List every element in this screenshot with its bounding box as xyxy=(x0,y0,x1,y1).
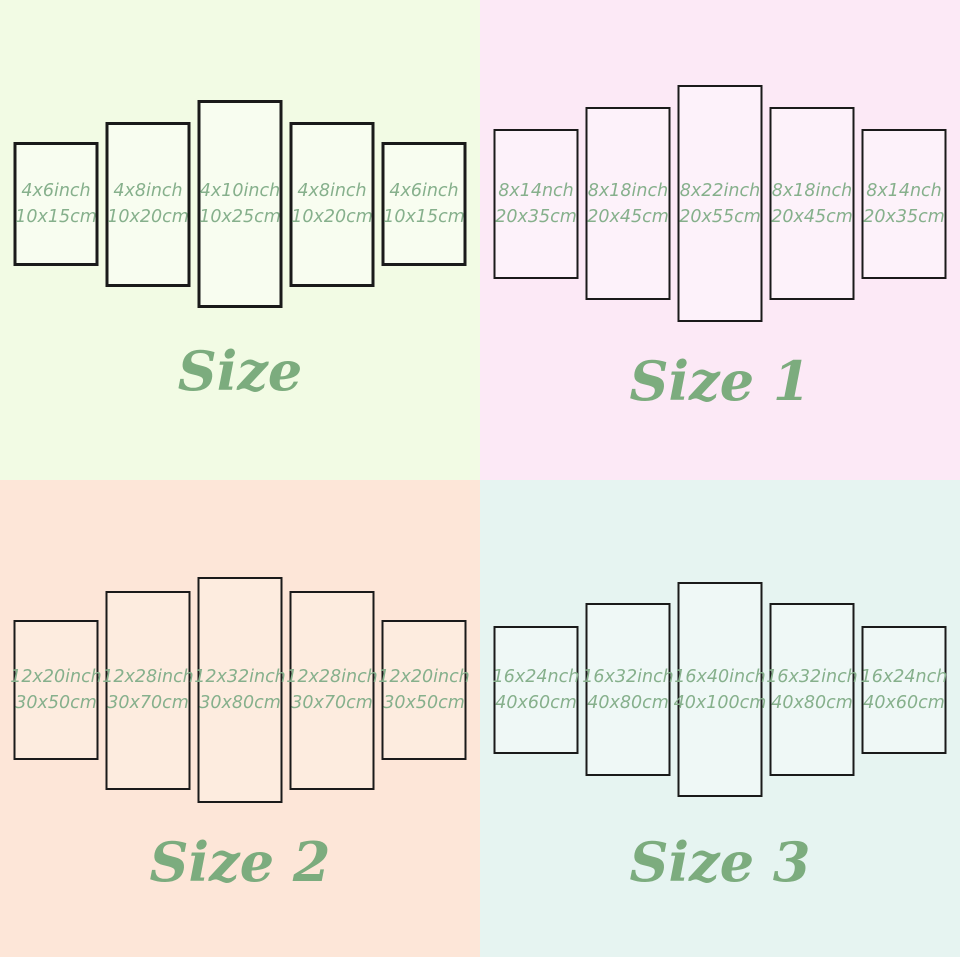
panel-inch-label: 8x18inch xyxy=(771,180,853,201)
panel-size-label: 4x10inch 10x25cm xyxy=(199,178,281,230)
panel-cm-label: 10x20cm xyxy=(291,207,373,227)
canvas-panel: 8x18inch 20x45cm xyxy=(585,107,671,300)
canvas-panel: 8x18inch 20x45cm xyxy=(769,107,855,300)
canvas-panel: 16x40inch 40x100cm xyxy=(674,582,766,797)
canvas-panel: 4x6inch 10x15cm xyxy=(381,142,467,266)
quadrant-title: Size 3 xyxy=(629,830,811,894)
panel-size-label: 8x14nch 20x35cm xyxy=(863,178,945,230)
panel-cm-label: 10x15cm xyxy=(15,207,97,227)
panel-inch-label: 16x24nch xyxy=(860,666,948,687)
panel-cm-label: 40x80cm xyxy=(771,692,853,713)
quadrant-size-1: 8x14nch 20x35cm 8x18inch 20x45cm 8x22inc… xyxy=(480,0,960,480)
panel-row: 16x24nch 40x60cm 16x32inch 40x80cm 16x40… xyxy=(493,582,948,797)
panel-size-label: 4x8inch 10x20cm xyxy=(291,178,373,230)
panel-size-label: 16x32inch 40x80cm xyxy=(582,664,674,716)
panel-inch-label: 12x20inch xyxy=(10,667,102,687)
quadrant-size: 4x6inch 10x15cm 4x8inch 10x20cm 4x10inch… xyxy=(0,0,480,480)
panel-size-label: 16x40inch 40x100cm xyxy=(674,664,767,716)
panel-inch-label: 12x20inch xyxy=(378,667,470,687)
panel-size-label: 16x24nch 40x60cm xyxy=(861,664,948,716)
panel-cm-label: 10x25cm xyxy=(199,207,281,227)
panel-inch-label: 4x8inch xyxy=(113,181,183,201)
panel-cm-label: 20x35cm xyxy=(863,206,945,227)
panel-size-label: 4x8inch 10x20cm xyxy=(107,178,189,230)
quadrant-title: Size xyxy=(177,339,303,403)
canvas-panel: 8x14nch 20x35cm xyxy=(861,128,947,279)
panel-cm-label: 40x60cm xyxy=(863,692,945,713)
panel-cm-label: 30x80cm xyxy=(199,693,281,713)
panel-row: 8x14nch 20x35cm 8x18inch 20x45cm 8x22inc… xyxy=(493,85,947,322)
canvas-panel: 4x8inch 10x20cm xyxy=(105,121,191,287)
panel-inch-label: 4x6inch xyxy=(21,181,91,201)
quadrant-title: Size 2 xyxy=(149,830,331,894)
canvas-panel: 16x32inch 40x80cm xyxy=(582,603,674,776)
panel-row: 12x20inch 30x50cm 12x28inch 30x70cm 12x3… xyxy=(10,577,470,803)
canvas-panel: 16x24nch 40x60cm xyxy=(861,625,948,754)
panel-inch-label: 4x6inch xyxy=(389,181,459,201)
panel-inch-label: 4x8inch xyxy=(297,181,367,201)
canvas-panel: 4x8inch 10x20cm xyxy=(289,121,375,287)
panel-size-label: 12x28inch 30x70cm xyxy=(102,664,194,716)
panel-size-label: 16x32inch 40x80cm xyxy=(766,664,858,716)
quadrant-size-3: 16x24nch 40x60cm 16x32inch 40x80cm 16x40… xyxy=(480,480,960,960)
panel-size-label: 16x24nch 40x60cm xyxy=(493,664,580,716)
panel-cm-label: 30x70cm xyxy=(107,693,189,713)
panel-size-label: 12x20inch 30x50cm xyxy=(10,664,102,716)
panel-cm-label: 40x60cm xyxy=(495,692,577,713)
panel-inch-label: 12x32inch xyxy=(194,667,286,687)
panel-size-label: 4x6inch 10x15cm xyxy=(383,178,465,230)
panel-size-label: 12x28inch 30x70cm xyxy=(286,664,378,716)
panel-cm-label: 10x20cm xyxy=(107,207,189,227)
panel-cm-label: 40x80cm xyxy=(587,692,669,713)
panel-size-label: 12x32inch 30x80cm xyxy=(194,664,286,716)
canvas-panel: 8x14nch 20x35cm xyxy=(493,128,579,279)
panel-cm-label: 30x50cm xyxy=(383,693,465,713)
panel-cm-label: 20x45cm xyxy=(771,206,853,227)
panel-size-label: 8x18inch 20x45cm xyxy=(771,178,853,230)
panel-size-label: 8x22inch 20x55cm xyxy=(679,178,761,230)
panel-inch-label: 12x28inch xyxy=(102,667,194,687)
panel-inch-label: 8x14nch xyxy=(866,180,942,201)
panel-inch-label: 8x22inch xyxy=(679,180,761,201)
canvas-panel: 12x28inch 30x70cm xyxy=(286,590,378,790)
canvas-panel: 12x20inch 30x50cm xyxy=(378,620,470,760)
canvas-panel: 8x22inch 20x55cm xyxy=(677,85,763,322)
panel-size-label: 4x6inch 10x15cm xyxy=(15,178,97,230)
panel-cm-label: 40x100cm xyxy=(673,692,767,713)
panel-cm-label: 30x50cm xyxy=(15,693,97,713)
panel-cm-label: 20x55cm xyxy=(679,206,761,227)
panel-row: 4x6inch 10x15cm 4x8inch 10x20cm 4x10inch… xyxy=(13,100,467,308)
canvas-panel: 12x32inch 30x80cm xyxy=(194,577,286,803)
panel-cm-label: 20x45cm xyxy=(587,206,669,227)
panel-inch-label: 16x40inch xyxy=(674,666,766,687)
canvas-panel: 4x10inch 10x25cm xyxy=(197,100,283,308)
panel-cm-label: 20x35cm xyxy=(495,206,577,227)
panel-inch-label: 4x10inch xyxy=(199,181,281,201)
quadrant-size-2: 12x20inch 30x50cm 12x28inch 30x70cm 12x3… xyxy=(0,480,480,960)
panel-inch-label: 12x28inch xyxy=(286,667,378,687)
panel-inch-label: 8x14nch xyxy=(498,180,574,201)
canvas-panel: 12x28inch 30x70cm xyxy=(102,590,194,790)
panel-cm-label: 10x15cm xyxy=(383,207,465,227)
panel-cm-label: 30x70cm xyxy=(291,693,373,713)
panel-size-label: 8x18inch 20x45cm xyxy=(587,178,669,230)
canvas-panel: 12x20inch 30x50cm xyxy=(10,620,102,760)
panel-inch-label: 8x18inch xyxy=(587,180,669,201)
canvas-panel: 16x32inch 40x80cm xyxy=(766,603,858,776)
panel-inch-label: 16x24nch xyxy=(492,666,580,687)
panel-inch-label: 16x32inch xyxy=(766,666,858,687)
panel-size-label: 8x14nch 20x35cm xyxy=(495,178,577,230)
canvas-panel: 16x24nch 40x60cm xyxy=(493,625,580,754)
panel-size-label: 12x20inch 30x50cm xyxy=(378,664,470,716)
panel-inch-label: 16x32inch xyxy=(582,666,674,687)
canvas-panel: 4x6inch 10x15cm xyxy=(13,142,99,266)
bottom-white-strip xyxy=(0,957,960,960)
quadrant-title: Size 1 xyxy=(629,349,811,413)
